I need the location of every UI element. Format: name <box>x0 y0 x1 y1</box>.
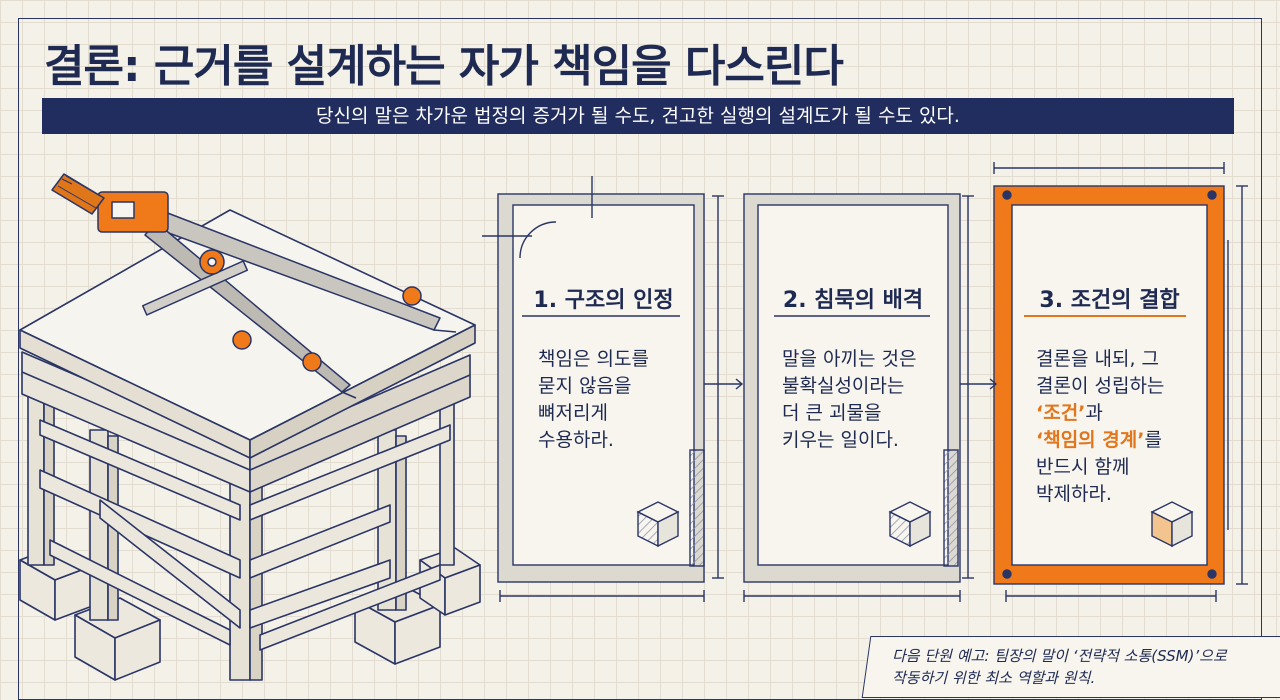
card-3-line: 박제하라. <box>1036 483 1112 505</box>
foot-blocks <box>19 544 481 681</box>
card-2-line: 키우는 일이다. <box>782 429 899 451</box>
card-3-line: 결론이 성립하는 <box>1036 375 1165 397</box>
card-3-title: 3. 조건의 결합 <box>1039 288 1180 313</box>
table-illustration <box>19 173 481 681</box>
subtitle-banner: 당신의 말은 차가운 법정의 증거가 될 수도, 견고한 실행의 설계도가 될 … <box>42 98 1234 134</box>
card-2-title: 2. 침묵의 배격 <box>782 288 924 313</box>
card-1-line: 뼈저리게 <box>538 402 608 424</box>
card-1-body: 책임은 의도를 묻지 않음을 뼈저리게 수용하라. <box>538 346 649 454</box>
card-2-line: 말을 아끼는 것은 <box>782 348 917 370</box>
suffix-text: 를 <box>1144 429 1162 451</box>
card-2-body: 말을 아끼는 것은 불확실성이라는 더 큰 괴물을 키우는 일이다. <box>782 346 916 454</box>
highlight-condition: ‘조건’ <box>1036 402 1086 424</box>
card-1-line: 책임은 의도를 <box>538 348 649 370</box>
card-3-line: 반드시 함께 <box>1036 456 1130 478</box>
card-1-line: 수용하라. <box>538 429 614 451</box>
card-2-line: 더 큰 괴물을 <box>782 402 882 424</box>
highlight-responsibility-boundary: ‘책임의 경계’ <box>1036 429 1145 451</box>
tabletop <box>19 209 476 459</box>
card-1-title: 1. 구조의 인정 <box>533 288 674 313</box>
drafting-compass-icon <box>51 173 457 399</box>
card-3-body: 결론을 내되, 그 결론이 성립하는 ‘조건’과 ‘책임의 경계’를 반드시 함… <box>1036 346 1164 508</box>
card-2-line: 불확실성이라는 <box>782 375 905 397</box>
table-rails <box>39 419 451 651</box>
card-1-line: 묻지 않음을 <box>538 375 632 397</box>
suffix-text: 과 <box>1085 402 1103 424</box>
card-3-line: ‘조건’과 <box>1036 400 1164 427</box>
card-3-line: 결론을 내되, 그 <box>1036 348 1159 370</box>
card-3-line: ‘책임의 경계’를 <box>1036 427 1164 454</box>
page-title: 결론: 근거를 설계하는 자가 책임을 다스린다 <box>44 41 844 92</box>
next-unit-note: 다음 단원 예고: 팀장의 말이 ‘전략적 소통(SSM)’으로 작동하기 위한… <box>892 645 1227 689</box>
note-line: 다음 단원 예고: 팀장의 말이 ‘전략적 소통(SSM)’으로 <box>892 647 1227 665</box>
note-line: 작동하기 위한 최소 역할과 원칙. <box>892 669 1096 687</box>
